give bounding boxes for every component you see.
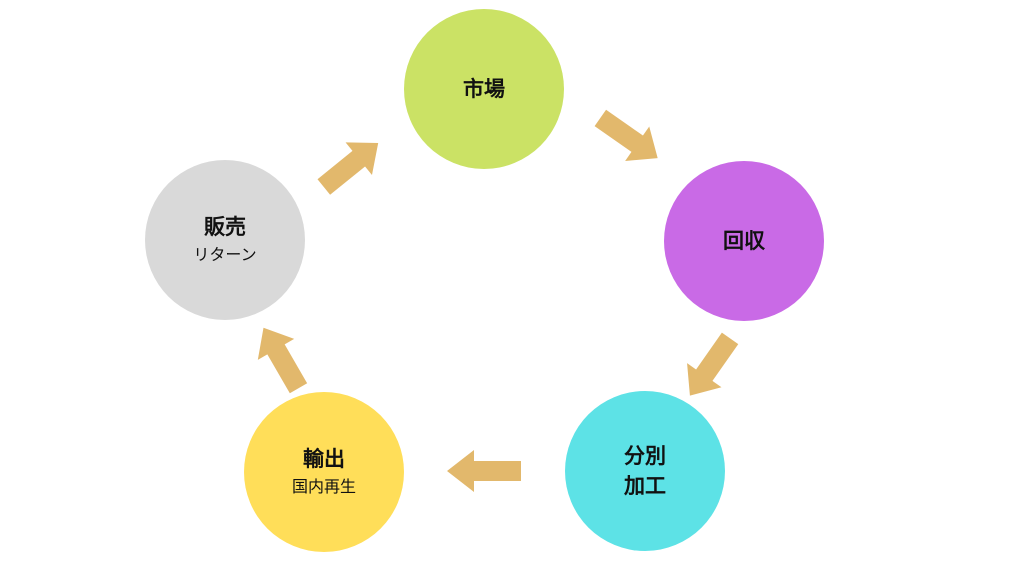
node-label: 販売 <box>204 215 246 239</box>
node-sublabel: 加工 <box>624 474 666 498</box>
node-market: 市場 <box>404 9 564 169</box>
node-label: 市場 <box>463 77 505 101</box>
node-label: 分別 <box>624 444 666 468</box>
node-sublabel: リターン <box>193 245 257 264</box>
arrow-sales-to-market <box>317 142 379 195</box>
arrow-export-to-sales <box>257 327 308 394</box>
node-sales-return: 販売 リターン <box>145 160 305 320</box>
node-label: 回収 <box>723 229 765 253</box>
arrow-market-to-collection <box>594 109 658 161</box>
arrow-collection-to-sorting <box>687 332 739 396</box>
node-export-domestic: 輸出 国内再生 <box>244 392 404 552</box>
arrow-sorting-to-export <box>447 450 521 492</box>
node-sorting-processing: 分別 加工 <box>565 391 725 551</box>
node-sublabel: 国内再生 <box>291 477 356 496</box>
node-collection: 回収 <box>664 161 824 321</box>
node-label: 輸出 <box>303 447 345 471</box>
